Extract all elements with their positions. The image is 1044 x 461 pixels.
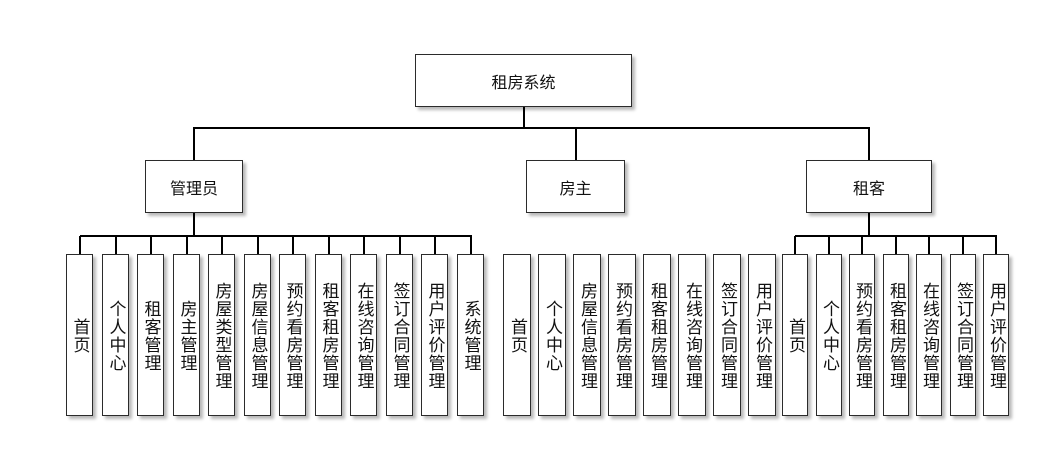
module-node: 用户评价管理 <box>983 254 1009 416</box>
module-node-label: 签订合同管理 <box>717 282 737 390</box>
connector-line <box>995 236 997 254</box>
module-node: 首页 <box>66 254 93 416</box>
connector-line <box>828 236 830 254</box>
module-node-label: 用户评价管理 <box>752 282 772 390</box>
module-node-label: 个人中心 <box>542 300 562 372</box>
module-node: 租客租房管理 <box>643 254 671 416</box>
module-node-label: 在线咨询管理 <box>353 282 374 390</box>
module-node-label: 租客租房管理 <box>886 282 906 390</box>
module-node: 系统管理 <box>457 254 484 416</box>
module-node-label: 房主管理 <box>176 300 197 372</box>
module-node-label: 用户评价管理 <box>424 282 445 390</box>
module-node-label: 个人中心 <box>819 300 839 372</box>
module-node: 用户评价管理 <box>748 254 776 416</box>
connector-line <box>79 236 81 254</box>
module-node: 房屋信息管理 <box>244 254 271 416</box>
role-node-label: 管理员 <box>169 178 218 198</box>
module-node-label: 首页 <box>69 318 90 354</box>
module-node: 用户评价管理 <box>421 254 448 416</box>
module-node-label: 租客管理 <box>140 300 161 372</box>
module-node: 个人中心 <box>102 254 129 416</box>
connector-line <box>928 236 930 254</box>
connector-line <box>257 236 259 254</box>
module-node-label: 房屋信息管理 <box>577 282 597 390</box>
connector-line <box>363 236 365 254</box>
module-node: 房屋信息管理 <box>573 254 601 416</box>
module-node-label: 租客租房管理 <box>318 282 339 390</box>
module-node: 房主管理 <box>173 254 200 416</box>
module-node: 租客管理 <box>137 254 164 416</box>
module-node: 签订合同管理 <box>713 254 741 416</box>
module-node-label: 签订合同管理 <box>953 282 973 390</box>
module-node: 预约看房管理 <box>279 254 306 416</box>
connector-line <box>193 213 195 236</box>
module-node: 租客租房管理 <box>883 254 909 416</box>
connector-line <box>221 236 223 254</box>
role-node-label: 房主 <box>559 178 592 198</box>
module-node: 在线咨询管理 <box>678 254 706 416</box>
connector-line <box>193 128 195 160</box>
module-node-label: 首页 <box>507 318 527 354</box>
module-node-label: 用户评价管理 <box>986 282 1006 390</box>
connector-line <box>794 236 796 254</box>
connector-line <box>150 236 152 254</box>
connector-line <box>79 235 472 237</box>
module-node-label: 在线咨询管理 <box>682 282 702 390</box>
role-node-admin: 管理员 <box>145 160 243 213</box>
module-node-label: 签订合同管理 <box>389 282 410 390</box>
module-node: 在线咨询管理 <box>916 254 942 416</box>
module-node-label: 预约看房管理 <box>612 282 632 390</box>
connector-line <box>115 236 117 254</box>
module-node: 个人中心 <box>816 254 842 416</box>
role-node-label: 租客 <box>852 178 885 198</box>
module-node: 首页 <box>503 254 531 416</box>
connector-line <box>399 236 401 254</box>
root-node-label: 租房系统 <box>491 72 556 92</box>
role-node-tenant: 租客 <box>806 160 932 213</box>
connector-line <box>434 236 436 254</box>
module-node-label: 系统管理 <box>460 300 481 372</box>
connector-line <box>861 236 863 254</box>
module-node: 个人中心 <box>538 254 566 416</box>
connector-line <box>186 236 188 254</box>
role-node-landlord: 房主 <box>526 160 625 213</box>
module-node: 签订合同管理 <box>386 254 413 416</box>
module-node-label: 预约看房管理 <box>852 282 872 390</box>
connector-line <box>522 107 525 128</box>
module-node: 首页 <box>782 254 808 416</box>
module-node-label: 租客租房管理 <box>647 282 667 390</box>
module-node: 预约看房管理 <box>608 254 636 416</box>
module-node: 在线咨询管理 <box>350 254 377 416</box>
connector-line <box>470 236 472 254</box>
module-node: 租客租房管理 <box>315 254 342 416</box>
connector-line <box>193 127 870 129</box>
connector-line <box>574 128 577 160</box>
connector-line <box>962 236 964 254</box>
connector-line <box>868 128 870 160</box>
module-node: 签订合同管理 <box>950 254 976 416</box>
connector-line <box>292 236 294 254</box>
module-node-label: 房屋信息管理 <box>247 282 268 390</box>
connector-line <box>328 236 330 254</box>
connector-line <box>895 236 897 254</box>
module-node-label: 在线咨询管理 <box>919 282 939 390</box>
module-node: 房屋类型管理 <box>208 254 235 416</box>
module-node-label: 个人中心 <box>105 300 126 372</box>
module-node: 预约看房管理 <box>849 254 875 416</box>
module-node-label: 房屋类型管理 <box>211 282 232 390</box>
module-node-label: 预约看房管理 <box>282 282 303 390</box>
root-node: 租房系统 <box>415 54 632 107</box>
module-node-label: 首页 <box>785 318 805 354</box>
connector-line <box>868 213 870 236</box>
